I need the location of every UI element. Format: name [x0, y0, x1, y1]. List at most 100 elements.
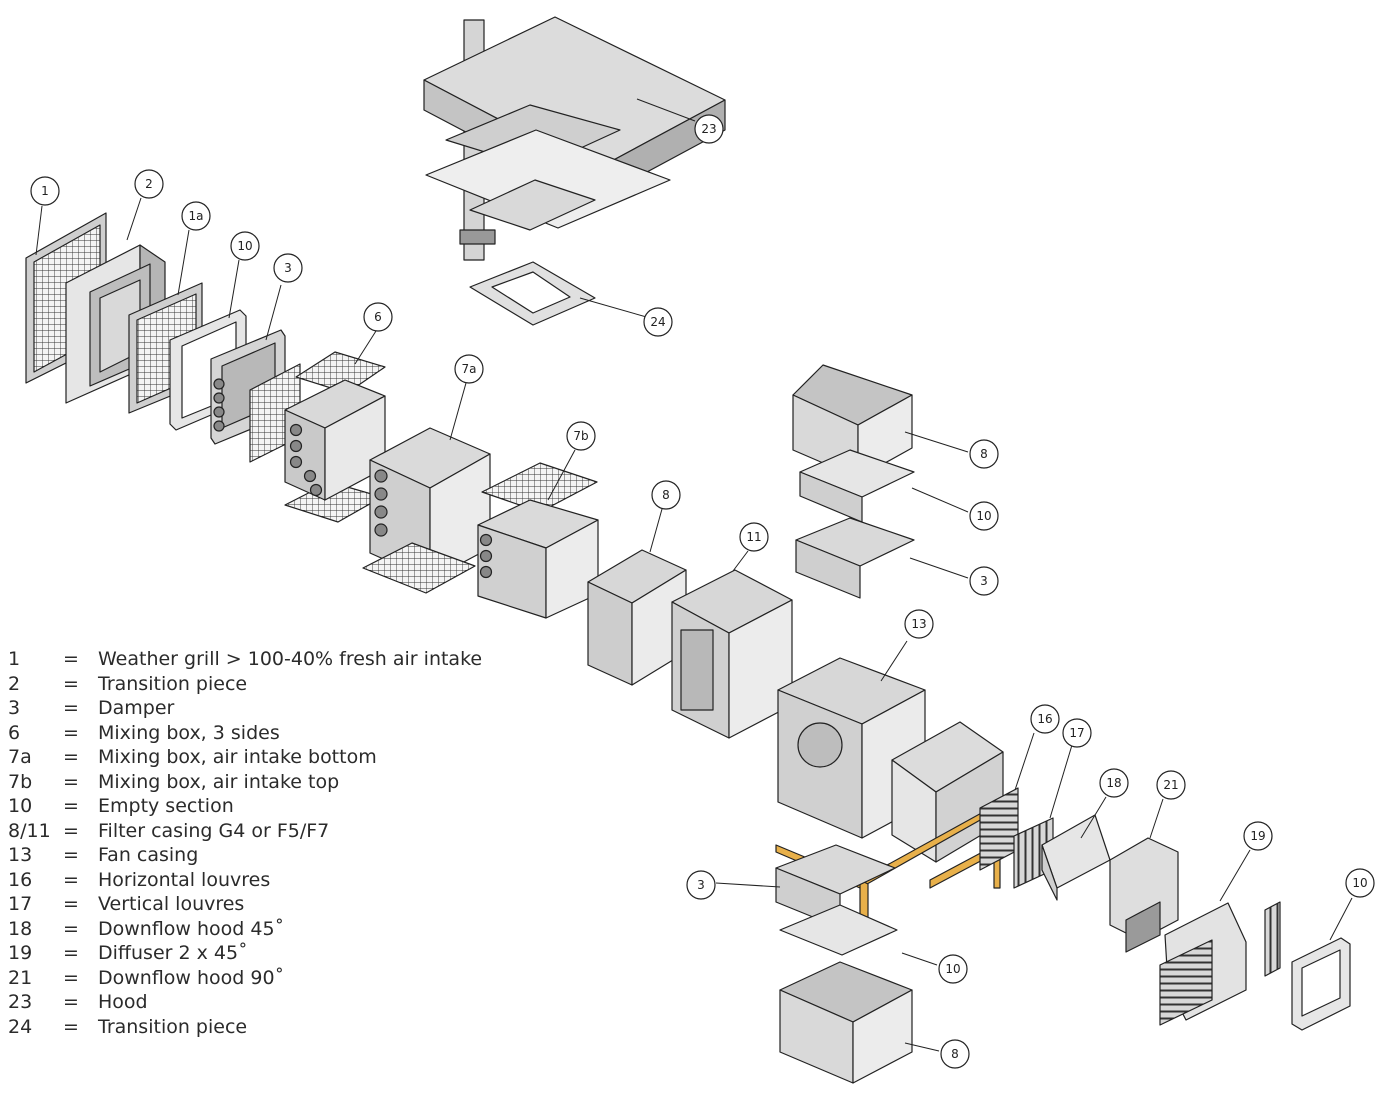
callout-16-label: 16	[1037, 712, 1052, 726]
legend-equals: =	[63, 844, 79, 866]
callout-3-top	[969, 566, 999, 596]
legend-description: Vertical louvres	[98, 893, 245, 915]
legend-number: 3	[8, 697, 21, 719]
legend-number: 8/11	[8, 819, 51, 842]
callout-10-top	[969, 501, 999, 531]
legend-description: Fan casing	[98, 844, 199, 866]
mixing-box-top-part	[477, 462, 599, 619]
callout-1a	[181, 201, 211, 231]
callout-3	[273, 253, 303, 283]
callout-1a-label: 1a	[189, 209, 204, 223]
legend-number: 1	[8, 648, 21, 670]
legend-equals: =	[63, 746, 79, 768]
callout-23	[694, 114, 724, 144]
callout-3-label: 3	[284, 261, 292, 275]
callout-7b-label: 7b	[573, 429, 588, 443]
callout-10	[230, 231, 260, 261]
legend-number: 18	[8, 917, 33, 940]
callout-8-label: 8	[662, 488, 670, 502]
callout-8-bottom	[940, 1039, 970, 1069]
legend-number: 2	[8, 672, 21, 695]
legend-equals: =	[63, 721, 79, 744]
callout-10-label: 10	[237, 239, 252, 253]
legend-equals: =	[63, 819, 79, 842]
legend-description: Weather grill > 100-40% fresh air intake	[98, 648, 483, 670]
callout-24	[643, 307, 673, 337]
callout-18-label: 18	[1106, 776, 1121, 790]
legend-number: 7a	[8, 746, 32, 768]
legend-number: 7b	[8, 770, 33, 793]
callout-10-right-label: 10	[1352, 876, 1367, 890]
callout-21	[1156, 770, 1186, 800]
legend-description: Mixing box, 3 sides	[98, 721, 280, 744]
callout-2-label: 2	[145, 177, 153, 191]
legend-number: 23	[8, 991, 33, 1013]
callout-3-bottom-label: 3	[697, 878, 705, 892]
legend-equals: =	[63, 697, 79, 719]
callout-8	[651, 480, 681, 510]
callout-19	[1243, 821, 1273, 851]
diffuser-part	[1159, 901, 1281, 1026]
downflow-hood-90-part	[1109, 837, 1179, 953]
empty-section-right-part	[1291, 937, 1351, 1031]
callout-11-label: 11	[746, 530, 761, 544]
callout-1-label: 1	[41, 184, 49, 198]
callout-8-top	[969, 439, 999, 469]
legend-description: Downflow hood 45˚	[98, 917, 285, 940]
callout-1	[30, 176, 60, 206]
legend-description: Filter casing G4 or F5/F7	[98, 819, 330, 842]
legend-description: Mixing box, air intake top	[98, 770, 340, 793]
transition-piece-bottom-part	[469, 261, 596, 326]
hood-part	[423, 16, 726, 261]
legend-number: 24	[8, 1015, 33, 1038]
legend-description: Damper	[98, 697, 175, 719]
mixing-box-bottom-part	[362, 427, 491, 594]
legend-number: 13	[8, 844, 33, 866]
legend-number: 21	[8, 966, 33, 989]
callout-6-label: 6	[374, 310, 382, 324]
legend-number: 16	[8, 868, 33, 891]
legend-number: 19	[8, 942, 33, 964]
callout-7a-label: 7a	[462, 362, 477, 376]
louvres-part	[979, 787, 1054, 889]
callout-16	[1030, 704, 1060, 734]
callout-10-bottom	[938, 954, 968, 984]
top-stack-part	[792, 364, 915, 599]
callout-10-top-label: 10	[976, 509, 991, 523]
callout-13	[904, 609, 934, 639]
legend-description: Mixing box, air intake bottom	[98, 746, 377, 768]
legend-description: Transition piece	[98, 672, 248, 695]
fan-casing-part	[777, 657, 1004, 863]
callout-10-right	[1345, 868, 1375, 898]
callout-7a	[454, 354, 484, 384]
callout-21-label: 21	[1163, 778, 1178, 792]
callout-3-top-label: 3	[980, 574, 988, 588]
callout-13-label: 13	[911, 617, 926, 631]
legend-equals: =	[63, 795, 79, 817]
callout-3-bottom	[686, 870, 716, 900]
legend-description: Transition piece	[98, 1015, 248, 1038]
legend-description: Downflow hood 90˚	[98, 966, 285, 989]
legend-number: 17	[8, 893, 33, 915]
legend-equals: =	[63, 991, 79, 1013]
callout-6	[363, 302, 393, 332]
callout-2	[134, 169, 164, 199]
callout-24-label: 24	[650, 315, 665, 329]
legend-equals: =	[63, 648, 79, 670]
callout-23-label: 23	[701, 122, 716, 136]
legend-equals: =	[63, 966, 79, 989]
legend-number: 10	[8, 795, 33, 817]
downflow-hood-45-part	[1041, 814, 1111, 901]
legend-equals: =	[63, 1015, 79, 1038]
callout-19-label: 19	[1250, 829, 1265, 843]
legend-equals: =	[63, 672, 79, 695]
callout-18	[1099, 768, 1129, 798]
filter-casing-part	[587, 549, 687, 686]
legend-description: Horizontal louvres	[98, 868, 271, 891]
callout-7b	[566, 421, 596, 451]
callout-8-bottom-label: 8	[951, 1047, 959, 1061]
callout-17-label: 17	[1069, 726, 1084, 740]
legend-equals: =	[63, 917, 79, 940]
filter-casing-large-part	[671, 569, 793, 739]
leader-lines	[35, 98, 1353, 1052]
